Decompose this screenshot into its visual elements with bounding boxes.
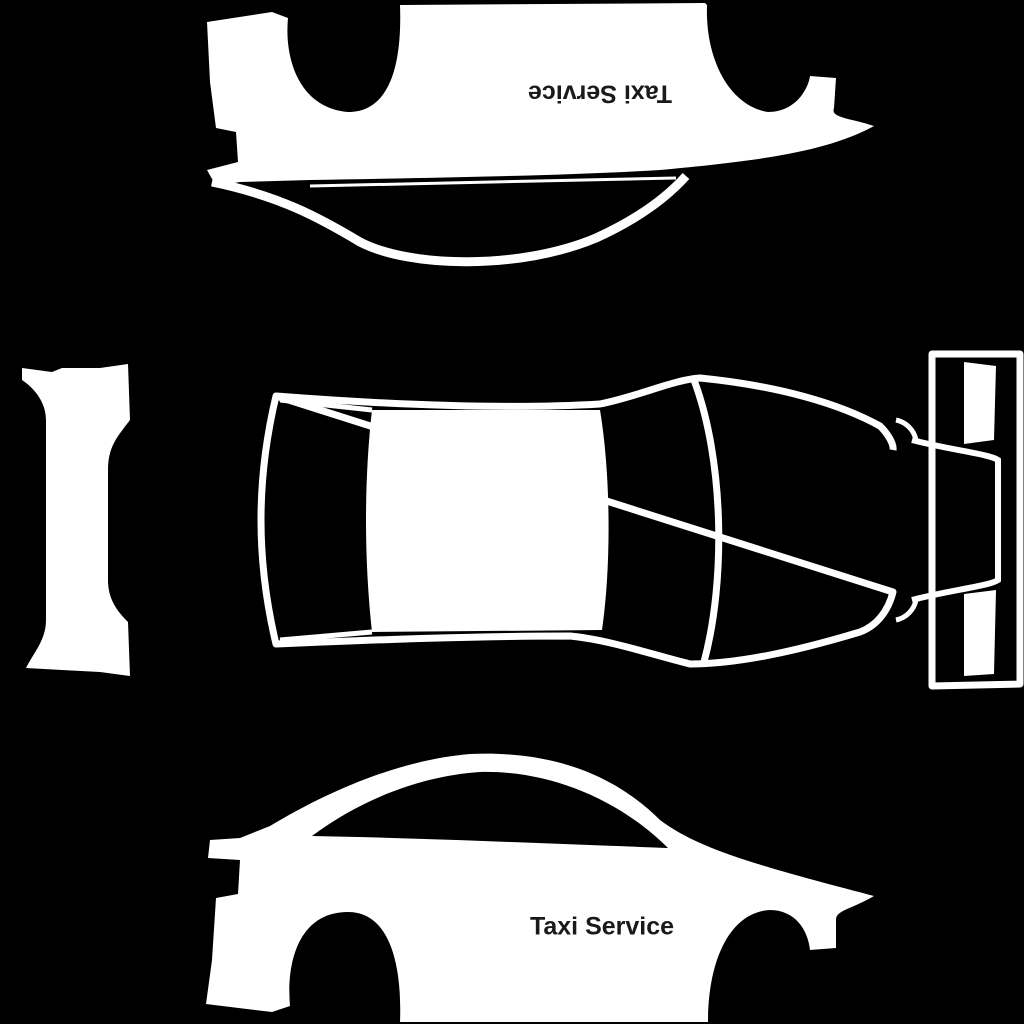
front-piece-lower-box [964,590,996,676]
side-panel-bottom: Taxi Service [206,753,874,1022]
side-window [312,771,668,848]
front-piece-tab-bottom [895,599,919,623]
front-piece-upper-box [964,362,996,444]
rear-window [366,410,609,632]
windshield-line [690,378,723,663]
front-piece-right [895,350,1024,690]
front-piece-tab-top [895,417,919,441]
side-panel-top-body [207,3,874,186]
side-panel-top-arc [211,172,690,267]
front-piece-right-outline [928,350,1024,690]
side-panel-top: Taxi Service [207,3,874,267]
pillar-line-top [279,397,373,413]
side-panel-top-decal: Taxi Service [528,79,672,107]
pillar-line-bottom [279,629,373,643]
front-piece-inner-line [911,437,1001,603]
top-view [257,374,897,668]
bumper-left [22,364,130,676]
top-view-outline [257,374,897,668]
bumper-left-shape [22,364,130,676]
side-panel-bottom-decal: Taxi Service [530,913,674,941]
side-panel-top-window-line [309,176,677,188]
